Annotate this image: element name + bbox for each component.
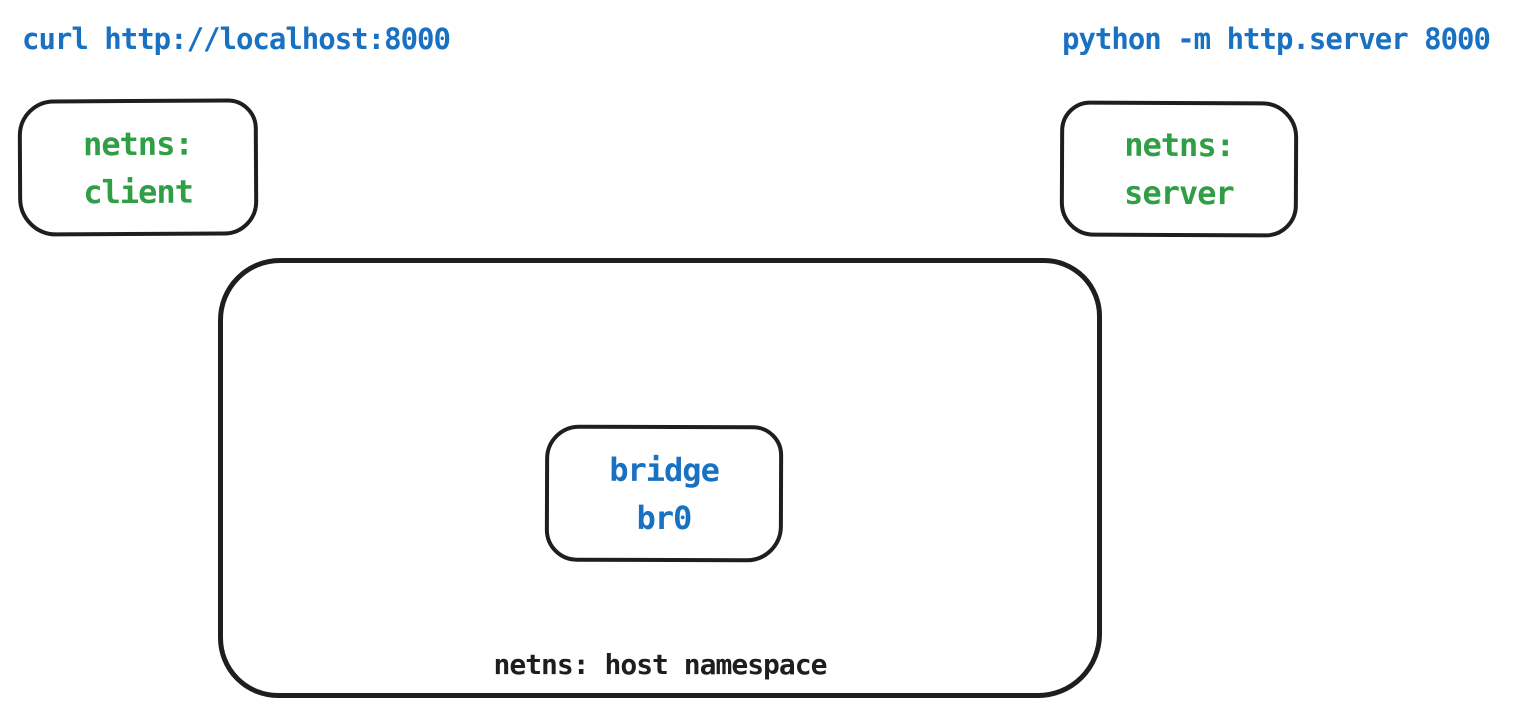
server-netns-label-line2: server [1124,173,1234,213]
server-netns-box: netns: server [1059,100,1299,238]
bridge-label-line2: br0 [636,498,692,537]
client-netns-label-line1: netns: [82,124,193,163]
server-netns-label-line1: netns: [1124,125,1234,165]
bridge-box: bridge br0 [544,424,784,563]
host-namespace-label: netns: host namespace [493,648,827,681]
client-netns-label-line2: client [83,172,194,211]
host-namespace-box: bridge br0 netns: host namespace [218,258,1102,698]
client-netns-box: netns: client [17,98,259,237]
bridge-label-line1: bridge [609,450,719,489]
server-command-text: python -m http.server 8000 [1062,22,1491,56]
client-command-text: curl http://localhost:8000 [22,22,451,56]
